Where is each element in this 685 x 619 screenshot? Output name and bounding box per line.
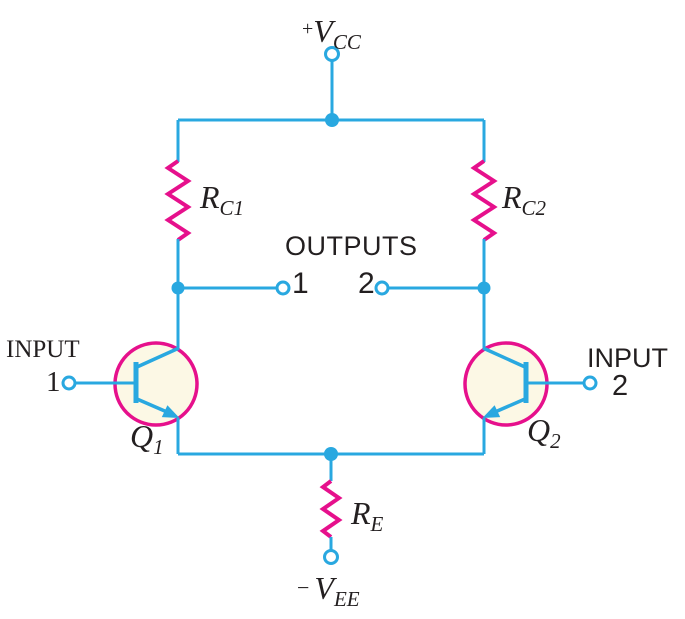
q2-letter: Q: [527, 412, 551, 448]
q1-letter: Q: [130, 418, 154, 454]
rc2-letter: R: [502, 179, 522, 215]
rc2-label: RC2: [502, 179, 546, 219]
q2-label: Q2: [527, 412, 561, 452]
q2-emitter-wire: [494, 397, 526, 414]
re-letter: R: [351, 495, 371, 531]
output1-terminal: [275, 280, 291, 296]
input1-label: INPUT: [6, 336, 80, 363]
re-resistor: [319, 479, 343, 539]
q2-emitter-arrow: [482, 405, 501, 418]
q1-emitter-wire: [136, 397, 168, 414]
top-rail-junction-dot: [325, 113, 339, 127]
q2-subscript: 2: [550, 429, 561, 453]
vee-label: −VEE: [297, 570, 360, 610]
vee-letter: V: [314, 570, 334, 606]
rc1-label: RC1: [200, 179, 244, 219]
q1-emitter-arrow: [161, 405, 180, 418]
rc1-letter: R: [200, 179, 220, 215]
q1-label: Q1: [130, 418, 164, 458]
input1-terminal: [61, 375, 77, 391]
re-subscript: E: [370, 512, 384, 536]
vee-terminal: [323, 549, 339, 565]
q2-collector-wire: [482, 346, 526, 369]
vcc-terminal: [324, 46, 340, 62]
input1-number: 1: [46, 366, 61, 398]
vcc-sign: +: [302, 18, 314, 40]
vcc-subscript: CC: [332, 30, 361, 54]
q1-subscript: 1: [153, 435, 164, 459]
vee-subscript: EE: [333, 587, 360, 611]
rc1-resistor: [164, 159, 192, 242]
rc1-subscript: C1: [219, 196, 245, 220]
outputs-title: OUTPUTS: [285, 231, 418, 261]
rc2-subscript: C2: [521, 196, 547, 220]
q1-collector-wire: [136, 346, 180, 369]
rc2-resistor: [470, 159, 498, 242]
vcc-letter: V: [313, 13, 333, 49]
output2-number: 2: [358, 267, 375, 300]
output2-terminal: [374, 280, 390, 296]
input2-terminal: [582, 375, 598, 391]
input2-number: 2: [612, 370, 629, 402]
output1-number: 1: [292, 267, 309, 300]
re-label: RE: [351, 495, 383, 535]
vee-sign: −: [297, 575, 310, 600]
input2-label: INPUT: [587, 343, 668, 373]
vcc-label: +VCC: [302, 13, 361, 53]
